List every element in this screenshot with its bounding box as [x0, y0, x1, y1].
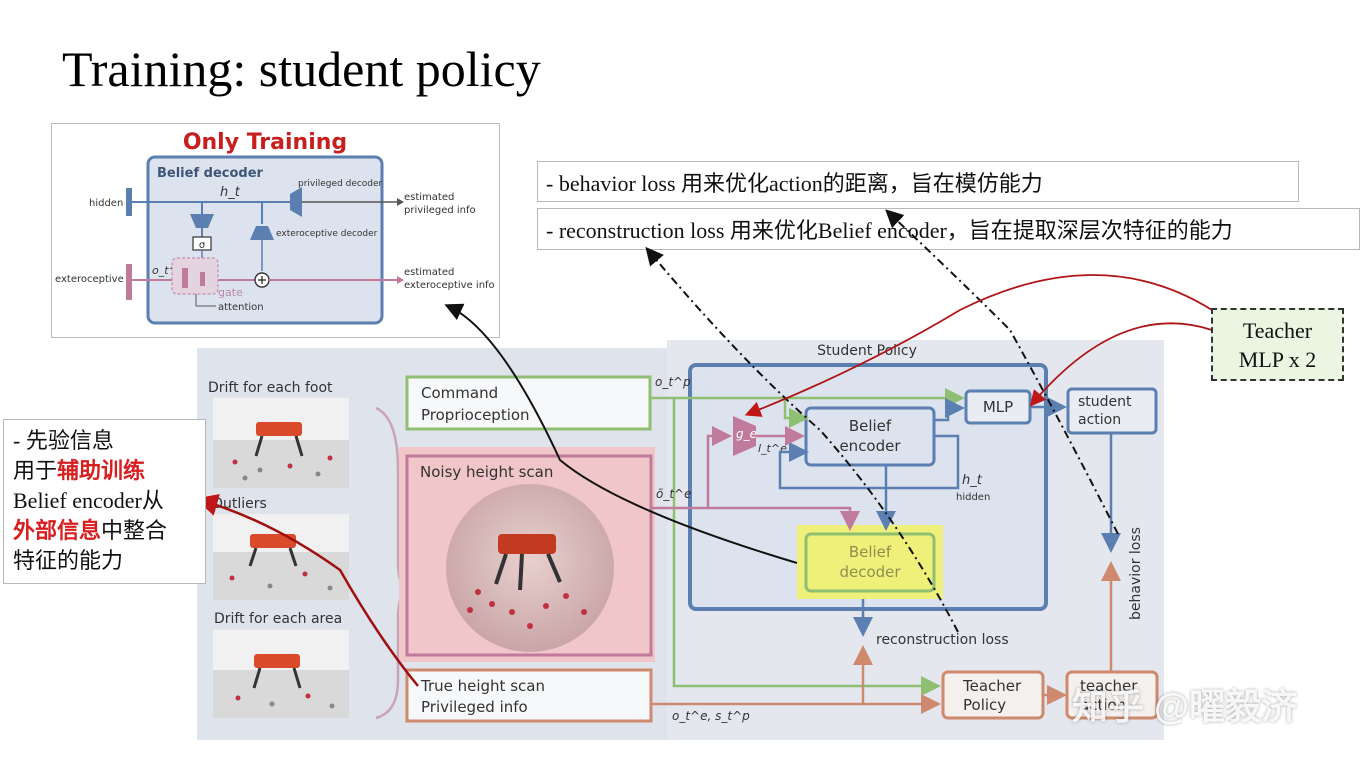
inset-est-priv-2: privileged info [404, 205, 476, 216]
ge-encoder-shape [733, 416, 756, 456]
inset-attention-encoder-shape [190, 214, 214, 228]
ext-to-ge-line [706, 426, 732, 508]
proprio-to-teacher-line [672, 398, 941, 696]
inset-gate-bar [182, 268, 188, 288]
side-note: - 先验信息 用于辅助训练 Belief encoder从 外部信息中整合 特征… [3, 419, 206, 584]
inset-attention-label: attention [218, 302, 264, 313]
teacher-action-label-2: action [1080, 696, 1126, 714]
slide-title: Training: student policy [62, 41, 541, 97]
reconstruction-loss-note: - reconstruction loss 用来优化Belief encoder… [537, 208, 1360, 250]
thumb-drift-foot [213, 398, 349, 488]
inset-est-ext-2: exteroceptive info [404, 280, 495, 291]
inset-gate-bar-2 [200, 272, 205, 286]
teacher-action-label-1: teacher [1080, 677, 1138, 695]
proprio-to-encoder-line [783, 398, 809, 428]
behavior-annotation-arrow [885, 209, 1119, 535]
privileged-to-note-arrow [195, 493, 419, 687]
belief-decoder-box [804, 532, 936, 593]
belief-decoder-label-1: Belief [849, 543, 892, 561]
outliers-label: Outliers [212, 496, 267, 512]
encoder-to-mlp-line [934, 398, 965, 422]
noisy-scan-image [446, 484, 614, 652]
mlp-label: MLP [983, 398, 1013, 416]
inset-box-title: Belief decoder [157, 166, 264, 181]
command-label: Command [421, 384, 498, 402]
teacher-policy-label-2: Policy [963, 696, 1006, 714]
inset-privileged-decoder-label: privileged decoder [298, 179, 383, 189]
belief-encoder-label-1: Belief [849, 417, 892, 435]
side-note-line-2: 用于辅助训练 [13, 458, 146, 483]
drift-foot-label: Drift for each foot [208, 380, 333, 396]
decoder-to-inset-arrow [444, 303, 798, 564]
noisy-scan-robot [467, 534, 587, 629]
otp-label: o_t^p [655, 375, 691, 389]
thumb-outliers [213, 514, 349, 600]
side-note-line-5: 特征的能力 [13, 548, 124, 573]
belief-decoder-label-2: decoder [839, 563, 901, 581]
student-policy-label: Student Policy [817, 343, 917, 359]
noisy-scan-label: Noisy height scan [420, 463, 553, 481]
inset-privileged-decoder-shape [290, 187, 302, 217]
belief-decoder-inset: Only Training Belief decoder hidden h_t … [51, 123, 500, 338]
inset-exteroceptive-decoder-label: exteroceptive decoder [276, 229, 378, 239]
inset-ext-out-arrow [397, 276, 404, 284]
thumb-drift-area [213, 630, 349, 718]
teacher-note-line-1: Teacher [1242, 318, 1313, 343]
inset-exteroceptive-bar [126, 264, 132, 300]
behavior-loss-label: behavior loss [1128, 527, 1144, 620]
teacher-note-to-mlp-arrow [1029, 322, 1213, 407]
student-action-label-2: action [1078, 412, 1121, 428]
drift-area-label: Drift for each area [214, 611, 342, 627]
inset-gate-label: gate [218, 286, 243, 299]
inset-ht: h_t [220, 185, 241, 200]
noisy-scan-box [405, 454, 653, 657]
belief-encoder-label-2: encoder [839, 437, 901, 455]
ote-stp-label: o_t^e, s_t^p [672, 709, 750, 723]
belief-decoder-diagram: Only Training Belief decoder hidden h_t … [55, 130, 495, 325]
ge-label: g_e [736, 427, 757, 441]
reconstruction-loss-label: reconstruction loss [876, 632, 1009, 648]
inset-exteroceptive-decoder-shape [250, 226, 274, 240]
ext-to-decoder-line [708, 506, 860, 531]
teacher-note-line-2: MLP x 2 [1238, 347, 1317, 372]
teacher-policy-label-1: Teacher [962, 677, 1022, 695]
true-scan-label: True height scan [420, 677, 545, 695]
inset-hidden-label: hidden [89, 198, 123, 209]
watermark: 知乎 @曜毅济 [1072, 686, 1298, 727]
inset-est-ext-1: estimated [404, 267, 454, 278]
hidden-label: hidden [956, 492, 990, 503]
student-action-label-1: student [1078, 394, 1132, 410]
privileged-info-label: Privileged info [421, 698, 528, 716]
side-note-line-1: - 先验信息 [13, 428, 114, 453]
proprioception-label: Proprioception [421, 406, 530, 424]
hidden-loop-line [778, 434, 960, 490]
ote-tilde-label: õ_t^e [656, 487, 691, 501]
recon-annotation-arrow [645, 246, 959, 633]
side-note-line-3: Belief encoder从 [13, 488, 164, 513]
inset-hidden-bar [126, 188, 132, 216]
side-note-line-4: 外部信息中整合 [13, 518, 168, 543]
inset-sigma: σ [199, 240, 206, 251]
inset-priv-out-arrow [397, 198, 404, 206]
ht-label: h_t [962, 473, 983, 488]
inset-exteroceptive-label: exteroceptive [55, 274, 124, 285]
true-scan-box [405, 668, 653, 723]
inset-est-priv-1: estimated [404, 192, 454, 203]
behavior-loss-note: - behavior loss 用来优化action的距离，旨在模仿能力 [537, 161, 1299, 202]
teacher-mlp-note: Teacher MLP x 2 [1211, 308, 1344, 381]
inset-heading: Only Training [183, 130, 347, 155]
teacher-note-to-ge-arrow [744, 274, 1213, 417]
command-proprioception-box [405, 375, 652, 431]
